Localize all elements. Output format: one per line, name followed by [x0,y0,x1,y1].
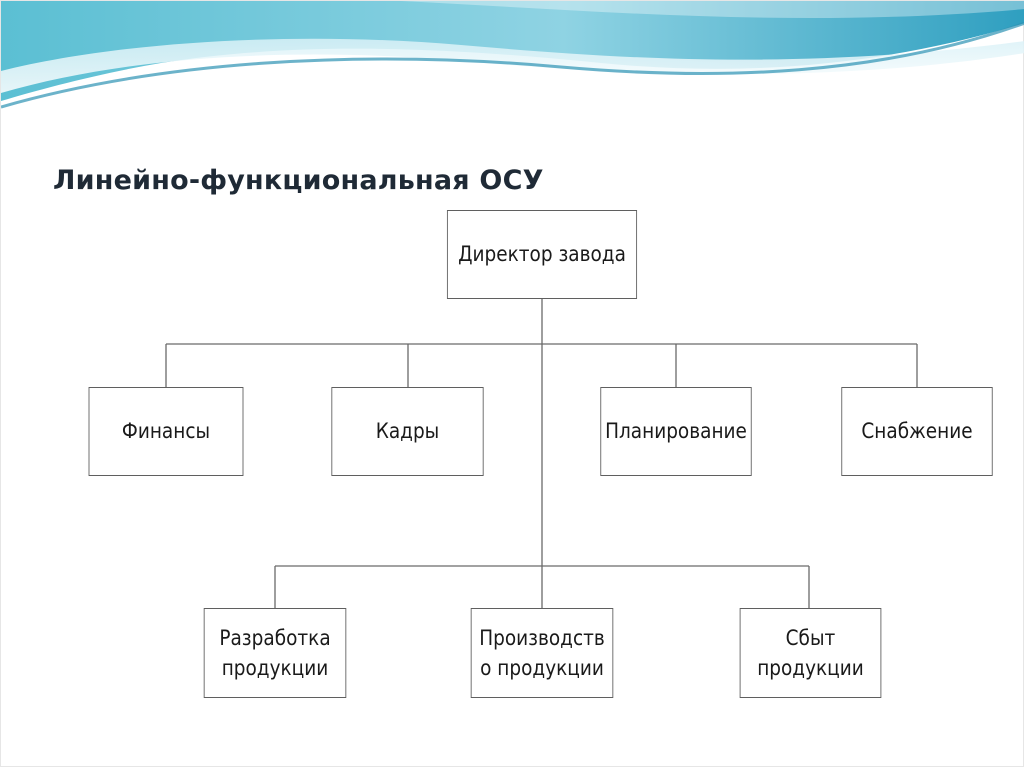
finance-box: Финансы [88,387,244,476]
product-development-box: Разработка продукции [203,608,347,698]
director-label: Директор завода [458,242,626,267]
supply-box: Снабжение [841,387,993,476]
planning-box: Планирование [600,387,752,476]
director-box: Директор завода [446,210,638,299]
supply-label: Снабжение [861,419,973,444]
planning-label: Планирование [605,419,747,444]
production-label: Производств о продукции [479,625,605,680]
product-development-label: Разработка продукции [219,625,331,680]
sales-label: Сбыт продукции [757,625,864,680]
production-box: Производств о продукции [470,608,614,698]
finance-label: Финансы [121,419,211,444]
sales-box: Сбыт продукции [739,608,882,698]
decorative-wave-banner [1,1,1024,109]
personnel-label: Кадры [375,419,440,444]
slide-title: Линейно-функциональная ОСУ [53,165,544,196]
personnel-box: Кадры [331,387,484,476]
